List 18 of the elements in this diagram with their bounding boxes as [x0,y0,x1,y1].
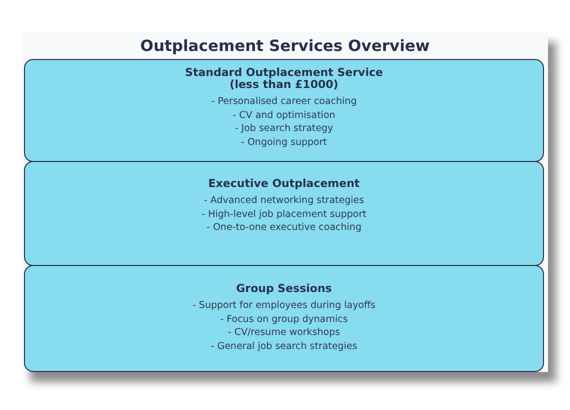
section-heading: Group Sessions [236,283,332,295]
section-band [24,59,544,162]
bullet-item: - Job search strategy [234,122,334,136]
bullet-item: - CV/resume workshops [228,326,340,340]
bullet-item: - CV and optimisation [232,108,336,122]
diagram-title: Outplacement Services Overview [139,37,431,55]
section-heading: Standard Outplacement Service (less than £1000) [184,67,384,91]
bullet-item: - Advanced networking strategies [204,194,364,208]
bullet-item: - One-to-one executive coaching [206,221,362,236]
section-band [24,265,544,372]
bullet-item: - Support for employees during layoffs [192,299,376,313]
bullet-item: - Ongoing support [241,136,327,150]
bullet-item: - Personalised career coaching [211,95,357,109]
section-band [24,161,544,266]
section-heading: Executive Outplacement [208,178,360,190]
bullet-item: - General job search strategies [210,340,358,354]
bullet-item: - High-level job placement support [202,208,366,222]
bullet-item: - Focus on group dynamics [220,312,348,326]
